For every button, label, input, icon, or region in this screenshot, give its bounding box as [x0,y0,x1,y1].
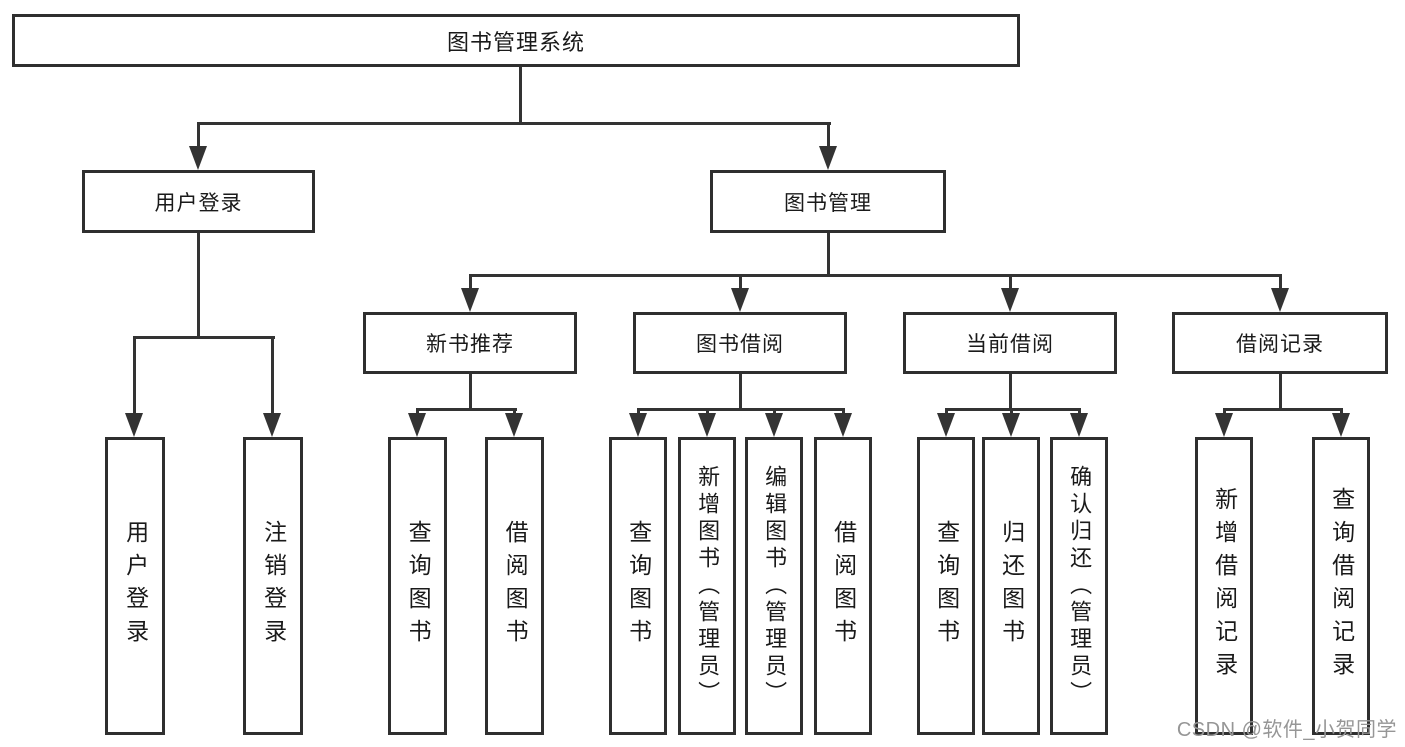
leaf-label: 查询图书 [933,520,960,652]
connector-records-bus [1223,408,1343,411]
node-label: 当前借阅 [966,333,1054,356]
connector-drop-user-login [197,122,200,148]
connector-level2-bus [197,122,831,125]
node-book-management-system: 图书管理系统 [12,14,1020,67]
leaf-borrow-books-recommend: 借阅图书 [485,437,544,735]
connector-new-book-recommend-stem [469,374,472,408]
connector-book-management-stem [827,233,830,274]
leaf-label: 注销登录 [260,520,287,652]
connector-level3-bus [469,274,1282,277]
leaf-add-books-admin: 新增图书（管理员） [678,437,736,735]
arrowhead-borrow-records [1271,288,1289,312]
connector-drop-confirm-return [1078,408,1081,416]
arrowhead-borrow-books [834,413,852,437]
connector-drop-leaf-user-login [133,336,136,416]
node-book-management: 图书管理 [710,170,946,233]
arrowhead-edit-books [765,413,783,437]
leaf-logout: 注销登录 [243,437,303,735]
arrowhead-query-books-current [937,413,955,437]
connector-user-login-bus [133,336,275,339]
node-borrow-records: 借阅记录 [1172,312,1388,374]
connector-recommend-bus [416,408,517,411]
connector-drop-add-borrow-record [1223,408,1226,416]
connector-current-borrow-stem [1009,374,1012,408]
connector-book-borrow-stem [739,374,742,408]
arrowhead-book-borrow [731,288,749,312]
connector-drop-query-books-current [945,408,948,416]
leaf-user-login: 用户登录 [105,437,165,735]
leaf-label: 归还图书 [998,520,1025,652]
connector-drop-book-borrow [739,274,742,290]
leaf-return-books: 归还图书 [982,437,1040,735]
leaf-label: 确认归还（管理员） [1067,464,1093,708]
leaf-query-books-current: 查询图书 [917,437,975,735]
connector-drop-edit-books [773,408,776,416]
connector-borrow-bus [637,408,845,411]
arrowhead-add-borrow-record [1215,413,1233,437]
node-book-borrow: 图书借阅 [633,312,847,374]
leaf-label: 新增借阅记录 [1211,487,1238,685]
arrowhead-query-books-recommend [408,413,426,437]
node-current-borrow: 当前借阅 [903,312,1117,374]
leaf-label: 借阅图书 [830,520,857,652]
csdn-watermark: CSDN @软件_小贺同学 [1176,719,1397,741]
connector-drop-query-books-borrow [637,408,640,416]
connector-drop-book-management [827,122,830,148]
arrowhead-return-books [1002,413,1020,437]
connector-drop-borrow-books [842,408,845,416]
connector-current-bus [945,408,1081,411]
leaf-query-borrow-record: 查询借阅记录 [1312,437,1370,735]
node-label: 用户登录 [154,191,243,215]
connector-drop-query-borrow-record [1340,408,1343,416]
leaf-label: 新增图书（管理员） [695,464,721,708]
arrowhead-user-login [189,146,207,170]
connector-drop-leaf-logout [271,336,274,416]
leaf-label: 借阅图书 [502,520,529,652]
node-label: 借阅记录 [1236,333,1324,356]
arrowhead-current-borrow [1001,288,1019,312]
connector-drop-add-books [706,408,709,416]
arrowhead-new-book-recommend [461,288,479,312]
node-new-book-recommend: 新书推荐 [363,312,577,374]
connector-drop-new-book-recommend [469,274,472,290]
leaf-label: 查询借阅记录 [1328,487,1355,685]
leaf-confirm-return-admin: 确认归还（管理员） [1050,437,1108,735]
node-label: 新书推荐 [426,333,514,356]
connector-drop-query-books-recommend [416,408,419,416]
arrowhead-add-books [698,413,716,437]
arrowhead-query-books-borrow [629,413,647,437]
leaf-label: 用户登录 [122,520,149,652]
connector-drop-current-borrow [1009,274,1012,290]
arrowhead-book-management [819,146,837,170]
leaf-add-borrow-record: 新增借阅记录 [1195,437,1253,735]
connector-root-stem [519,67,522,122]
node-label: 图书管理系统 [446,29,585,55]
leaf-edit-books-admin: 编辑图书（管理员） [745,437,803,735]
node-user-login: 用户登录 [82,170,315,233]
arrowhead-leaf-user-login [125,413,143,437]
connector-drop-return-books [1010,408,1013,416]
connector-borrow-records-stem [1279,374,1282,408]
connector-drop-borrow-records [1279,274,1282,290]
leaf-label: 查询图书 [405,520,432,652]
arrowhead-confirm-return [1070,413,1088,437]
leaf-borrow-books: 借阅图书 [814,437,872,735]
connector-drop-borrow-books-recommend [513,408,516,416]
node-label: 图书管理 [784,191,872,215]
node-label: 图书借阅 [696,333,784,356]
leaf-label: 查询图书 [625,520,652,652]
arrowhead-query-borrow-record [1332,413,1350,437]
leaf-label: 编辑图书（管理员） [762,464,788,708]
leaf-query-books-borrow: 查询图书 [609,437,667,735]
arrowhead-borrow-books-recommend [505,413,523,437]
connector-user-login-stem [197,233,200,336]
leaf-query-books-recommend: 查询图书 [388,437,447,735]
arrowhead-leaf-logout [263,413,281,437]
